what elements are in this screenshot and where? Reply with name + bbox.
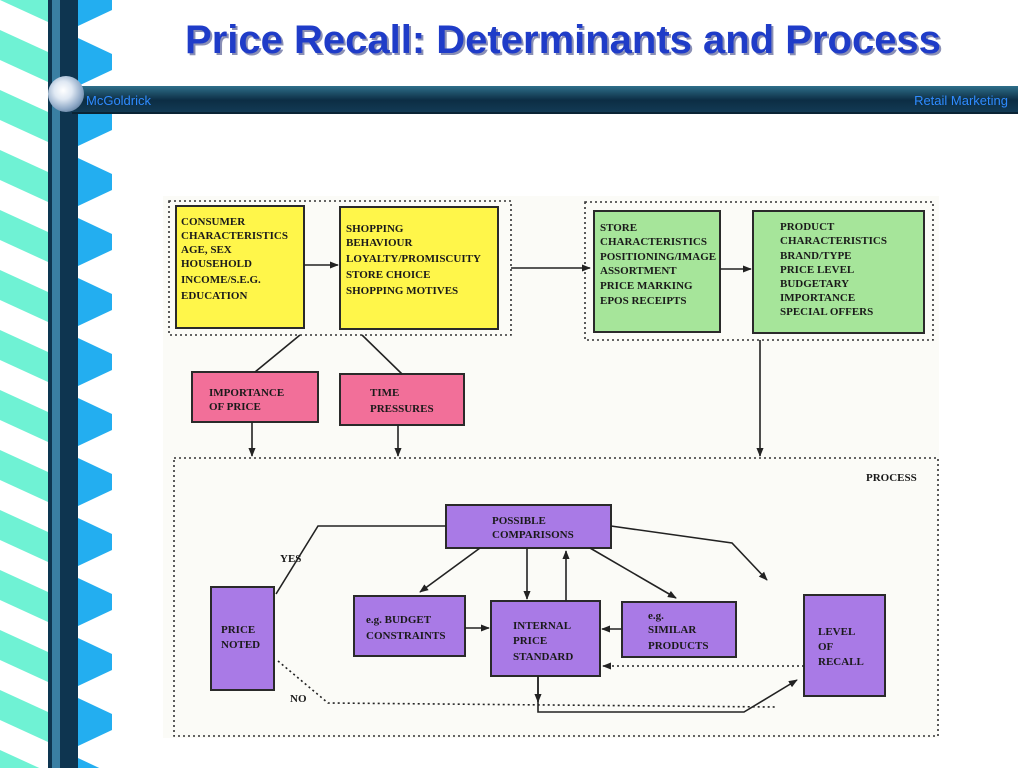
noted-label: PRICE NOTED	[221, 624, 260, 651]
ribbon-tile-right	[78, 698, 112, 746]
ribbon-tiles	[0, 0, 112, 768]
ribbon-tile-right	[78, 0, 112, 26]
consumer-characteristics-box	[175, 205, 305, 329]
ribbon-tile-left	[0, 210, 48, 262]
consumer-shopping-group	[168, 200, 512, 336]
price-noted-box	[210, 586, 275, 691]
store-characteristics-box	[593, 210, 721, 333]
ribbon-tile-left	[0, 0, 48, 22]
process-label: PROCESS	[866, 472, 917, 484]
ribbon-tile-right	[78, 158, 112, 206]
time-label: TIME PRESSURES	[370, 387, 434, 415]
time-pressures-box	[339, 373, 465, 426]
comparisons-label: POSSIBLE COMPARISONS	[492, 515, 574, 541]
ribbon-tile-right	[78, 398, 112, 446]
internal-label: INTERNAL PRICE STANDARD	[513, 620, 573, 663]
ribbon-bar-shine	[52, 0, 60, 768]
ribbon-tile-right	[78, 38, 112, 86]
ribbon-tile-left	[0, 750, 40, 768]
budget-label: e.g. BUDGET CONSTRAINTS	[366, 614, 445, 642]
store-product-group	[584, 201, 934, 341]
importance-of-price-box	[191, 371, 319, 423]
internal-price-standard-box	[490, 600, 601, 677]
yes-label: YES	[280, 553, 301, 565]
ribbon-tile-right	[78, 638, 112, 686]
author-label: McGoldrick	[86, 93, 152, 108]
budget-constraints-box	[353, 595, 466, 657]
group-to-importance-line	[254, 334, 301, 373]
ribbon-tile-right	[78, 278, 112, 326]
diagram-labels: CONSUMER CHARACTERISTICS AGE, SEX HOUSEH…	[181, 216, 917, 705]
noted-no-dotted-line	[277, 660, 776, 708]
comparisons-to-budget-arrow	[419, 547, 481, 593]
importance-label: IMPORTANCE OF PRICE	[209, 387, 287, 413]
header-orb-icon	[48, 76, 84, 112]
similar-label: e.g. SIMILAR PRODUCTS	[648, 610, 709, 652]
ribbon-tile-left	[0, 450, 48, 502]
comparisons-to-recall-arrow	[610, 525, 768, 581]
product-characteristics-box	[752, 210, 925, 334]
ribbon-tile-left	[0, 330, 48, 382]
course-label: Retail Marketing	[914, 93, 1008, 108]
slide-title: Price Recall: Determinants and Process	[185, 18, 941, 62]
ribbon-tile-left	[0, 630, 48, 682]
ribbon-tile-right	[78, 758, 100, 768]
ribbon-tile-right	[78, 338, 112, 386]
ribbon-tile-right	[78, 458, 112, 506]
ribbon-tile-right	[78, 578, 112, 626]
header-bar	[72, 86, 1018, 114]
no-label: NO	[290, 693, 307, 705]
ribbon-tile-left	[0, 150, 48, 202]
ribbon-tile-left	[0, 30, 48, 82]
store-label: STORE CHARACTERISTICS POSITIONING/IMAGE …	[600, 222, 719, 307]
consumer-label: CONSUMER CHARACTERISTICS AGE, SEX HOUSEH…	[181, 216, 291, 302]
ribbon-tile-left	[0, 570, 48, 622]
decorative-ribbon-strip	[0, 0, 112, 768]
ribbon-tile-right	[78, 518, 112, 566]
ribbon-tile-left	[0, 270, 48, 322]
ribbon-tile-left	[0, 90, 48, 142]
product-label: PRODUCT CHARACTERISTICS BRAND/TYPE PRICE…	[780, 221, 890, 318]
group-to-time-line	[361, 334, 403, 375]
ribbon-tile-right	[78, 218, 112, 266]
ribbon-tile-left	[0, 690, 48, 742]
shopping-label: SHOPPING BEHAVIOUR LOYALTY/PROMISCUITY S…	[346, 223, 483, 297]
process-group	[173, 457, 939, 737]
shopping-behaviour-box	[339, 206, 499, 330]
ribbon-tile-left	[0, 510, 48, 562]
ribbon-tile-left	[0, 390, 48, 442]
level-of-recall-box	[803, 594, 886, 697]
recall-label: LEVEL OF RECALL	[818, 626, 864, 668]
comparisons-to-similar-arrow	[589, 547, 677, 599]
comparisons-to-noted-line	[275, 525, 446, 595]
